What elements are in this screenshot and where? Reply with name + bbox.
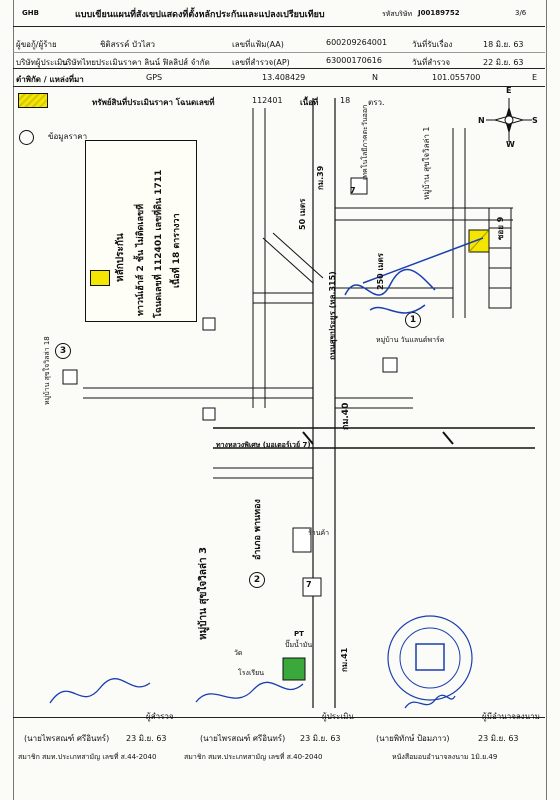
collateral-line1: ทาวน์เฮ้าส์ 2 ชั้น ไม่ติดเลขที่: [136, 203, 146, 316]
gps-label: GPS: [146, 73, 163, 82]
authorized-note: หนังสือมอบอำนาจลงนาม 1มิ.ย.49: [392, 753, 498, 761]
org-label: GHB: [22, 9, 39, 17]
temple-label: วัด: [234, 649, 243, 657]
compass-e: S: [532, 116, 538, 125]
assessor-member: สมาชิก สมท.ประเภทสามัญ เลขที่ ส.40-2040: [184, 753, 323, 761]
gps-lon: 101.055700: [432, 73, 481, 82]
comparison-marker-1: 1: [405, 312, 421, 328]
tech-college-label: เทคโนโลยีภาคตะวันออก: [361, 104, 369, 180]
authorized-name: (นายพิทักษ์ ป้อมภาว): [376, 734, 450, 743]
requester-name: ชิติสรรค์ บัวไสว: [100, 40, 155, 49]
received-date: 18 มิ.ย. 63: [483, 40, 524, 49]
location-label: ตำพิกัด / แหล่งที่มา: [16, 75, 84, 84]
shop-label: ร้านค้า: [308, 529, 330, 537]
company-label: บริษัทผู้ประเมิน: [16, 58, 68, 67]
distance-50m: 50 เมตร: [298, 198, 307, 230]
page-frame: [13, 0, 547, 800]
comparison-legend-label: ข้อมูลราคา: [48, 132, 88, 141]
surveyor-member: สมาชิก สมท.ประเภทสามัญ เลขที่ ส.44-2040: [18, 753, 157, 761]
collateral-callout: [85, 140, 197, 322]
company-code-label: รหัสบริษัท: [382, 10, 413, 18]
assessor-date: 23 มิ.ย. 63: [300, 734, 341, 743]
requester-label: ผู้ขอกู้/ผู้ร้าย: [16, 40, 57, 49]
survey-no-label: เลขที่สำรวจ(AP): [232, 58, 290, 67]
amphur-label: อำเภอ พานทอง: [253, 499, 263, 560]
compass-icon: [486, 98, 532, 142]
assessor-signature: [195, 681, 304, 703]
page-title: แบบเขียนแผนที่สังเขปแสดงที่ตั้งหลักประกั…: [75, 10, 325, 20]
km39-label: กม.39: [316, 165, 325, 190]
asset-legend-swatch: [18, 93, 48, 108]
page-number: 3/6: [515, 9, 527, 17]
village1-label: หมู่บ้าน สุขใจวิลล่า 1: [422, 126, 431, 201]
soi-label: ซอย 9: [496, 216, 505, 240]
road-main-label: ถนนสุขประยูร (ทล.315): [328, 271, 337, 360]
compass-s: W: [506, 140, 515, 149]
seven-eleven-2: 7: [350, 186, 356, 195]
motorway-label: ทางหลวงพิเศษ (มอเตอร์เวย์ 7): [216, 441, 311, 449]
school-label: โรงเรียน: [238, 669, 264, 677]
survey-no: 63000170616: [326, 56, 382, 65]
assessor-label: ผู้ประเมิน: [322, 712, 354, 721]
collateral-swatch: [90, 270, 110, 286]
village-wn-label: หมู่บ้าน วันแลนด์พาร์ค: [376, 336, 445, 344]
received-label: วันที่รับเรื่อง: [412, 40, 453, 49]
authorized-date: 23 มิ.ย. 63: [478, 734, 519, 743]
gps-e-label: E: [532, 73, 538, 82]
area-unit: ตรว.: [368, 98, 385, 107]
km41-label: กม.41: [340, 647, 349, 672]
village18-label: หมู่บ้าน สุขใจวิลล่า 18: [43, 336, 51, 405]
seven-eleven-1: 7: [306, 580, 312, 589]
area-value: 18: [340, 96, 351, 105]
area-label: เนื้อที่: [300, 98, 319, 107]
surveyor-label: ผู้สำรวจ: [146, 712, 174, 721]
company-code: J00189752: [418, 9, 460, 17]
compass-n: E: [506, 86, 512, 95]
pt-station: PT: [294, 630, 304, 638]
compass-w: N: [478, 116, 485, 125]
collateral-line2: โฉนดเลขที่ 112401 เลขที่ดิน 1711: [154, 169, 164, 318]
deed-number: 112401: [252, 96, 283, 105]
company-name: บริษัทไทยประเมินราคา ลินน์ ฟิลลิปส์ จำกั…: [62, 58, 210, 67]
comparison-marker-2: 2: [249, 572, 265, 588]
asset-legend-label: ทรัพย์สินที่ประเมินราคา โฉนดเลขที่: [92, 98, 215, 107]
gps-lat: 13.408429: [262, 73, 306, 82]
gps-n-label: N: [372, 73, 378, 82]
surveyor-date: 23 มิ.ย. 63: [126, 734, 167, 743]
authorized-signature: [404, 694, 456, 709]
survey-date: 22 มิ.ย. 63: [483, 58, 524, 67]
km40-label: กม.40: [341, 402, 351, 430]
assessor-name: (นายไพรสณฑ์ ศรีอินทร์): [200, 734, 286, 743]
village3-label: หมู่บ้าน สุขใจวิลล่า 3: [198, 546, 209, 640]
comparison-legend-circle: [19, 130, 34, 145]
file-no-label: เลขที่แฟ้ม(AA): [232, 40, 284, 49]
header-divider: [13, 26, 545, 27]
authorized-label: ผู้มีอำนาจลงนาม: [482, 712, 540, 721]
blue-signature: [344, 268, 436, 314]
location-map: [62, 98, 535, 708]
surveyor-signature: [49, 678, 151, 704]
comparison-marker-3: 3: [55, 343, 71, 359]
survey-date-label: วันที่สำรวจ: [412, 58, 451, 67]
collateral-line3: เนื้อที่ 18 ตารางวา: [172, 213, 182, 288]
file-no: 600209264001: [326, 38, 388, 47]
surveyor-name: (นายไพรสณฑ์ ศรีอินทร์): [24, 734, 110, 743]
collateral-title: หลักประกัน: [115, 233, 126, 282]
gas-label: ปั๊มน้ำมัน: [285, 641, 313, 649]
